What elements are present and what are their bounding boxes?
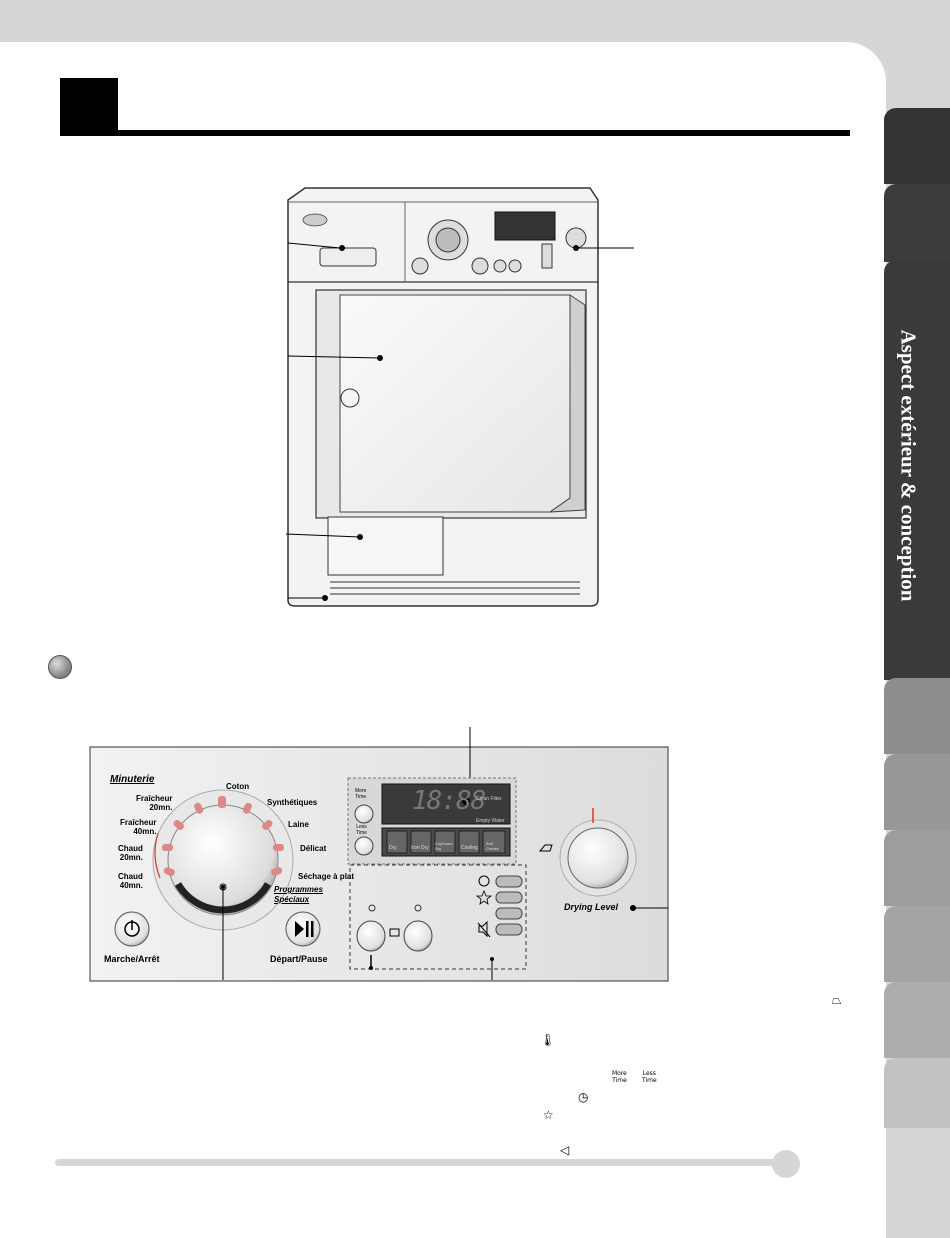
side-tab-8[interactable] — [884, 982, 950, 1058]
side-tab-9[interactable] — [884, 1058, 950, 1128]
mode-dry[interactable]: Dry — [389, 845, 397, 851]
section-header-block — [60, 78, 118, 134]
footer-dot — [772, 1150, 800, 1178]
power-button-label: Marche/Arrêt — [104, 954, 160, 964]
empty-water-label: Empty Water — [476, 818, 505, 824]
synthetiques-label: Synthétiques — [267, 798, 318, 807]
clock-icon — [478, 875, 490, 887]
clean-filter-label: Clean Filter — [476, 796, 502, 802]
iron-icon — [538, 844, 553, 852]
star-legend-icon: ☆ — [543, 1108, 554, 1122]
start-button-label: Départ/Pause — [270, 954, 328, 964]
play-pause-icon — [295, 921, 304, 937]
side-tab-active[interactable] — [884, 260, 950, 680]
sechage-label: Séchage à plat — [298, 872, 355, 881]
section-header-rule — [60, 130, 850, 136]
clock-legend-icon: ◷ — [578, 1090, 589, 1104]
coton-label: Coton — [226, 782, 250, 791]
footer-rule — [55, 1159, 790, 1166]
display-time: 18:88 — [412, 786, 486, 816]
mode-iron-dry[interactable]: Iron Dry — [411, 845, 429, 851]
mode-cooling[interactable]: Cooling — [461, 845, 478, 851]
delicat-label: Délicat — [300, 844, 327, 853]
section-bullet — [48, 655, 72, 679]
child-lock-icon — [389, 928, 400, 937]
star-icon — [475, 889, 493, 905]
beep-mute-icon — [478, 920, 488, 938]
side-tab-7[interactable] — [884, 906, 950, 982]
side-tab-4[interactable] — [884, 678, 950, 754]
dryer-illustration — [285, 187, 634, 607]
side-tab-title: Aspect extérieur & conception — [896, 329, 921, 601]
side-tab-6[interactable] — [884, 830, 950, 906]
side-tab-1[interactable] — [884, 108, 950, 184]
minuterie-label: Minuterie — [110, 774, 155, 785]
thermometer-legend-icon: 🌡 — [540, 1033, 556, 1047]
panel-graphics — [114, 777, 668, 980]
side-tab-5[interactable] — [884, 754, 950, 830]
mute-legend-icon: ◁ — [560, 1143, 570, 1157]
laine-label: Laine — [288, 820, 309, 829]
drying-level-label: Drying Level — [564, 902, 619, 912]
iron-legend-icon: ⏢ — [832, 993, 842, 1007]
side-tab-2[interactable] — [884, 184, 950, 262]
